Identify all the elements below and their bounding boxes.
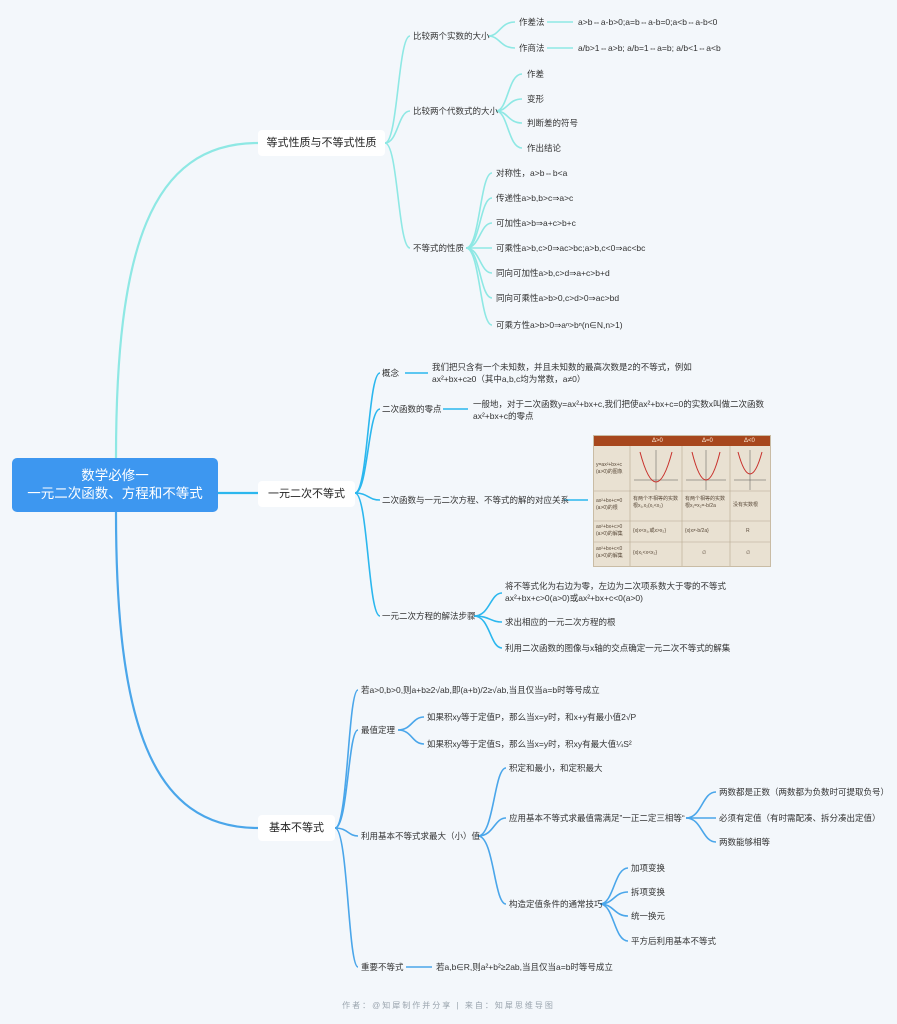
- root-title-line2: 一元二次函数、方程和不等式: [27, 486, 203, 501]
- node-sum-product-rule[interactable]: 积定和最小，和定积最大: [509, 763, 603, 773]
- table-row-graph: y=ax²+bx+c (a>0)的图象: [596, 462, 623, 475]
- node-compare-algebraic[interactable]: 比较两个代数式的大小: [413, 106, 499, 116]
- table-roots-none: 没有实数根: [733, 502, 759, 508]
- node-solve-steps[interactable]: 一元二次方程的解法步骤: [382, 611, 476, 621]
- node-cond-positive[interactable]: 两数都是正数（两数都为负数时可提取负号）: [719, 787, 890, 797]
- node-solve-step-1[interactable]: 将不等式化为右边为零，左边为二次项系数大于零的不等式ax²+bx+c>0(a>0…: [505, 581, 727, 603]
- table-roots-one: 有两个相等的实数根x₁=x₂=-b/2a: [685, 496, 726, 509]
- root-node[interactable]: 数学必修一 一元二次函数、方程和不等式: [12, 458, 218, 512]
- table-lt-none: ∅: [746, 550, 751, 556]
- node-prop-transitive[interactable]: 传递性a>b,b>c⇒a>c: [496, 193, 574, 203]
- node-concept-text: 我们把只含有一个未知数，并且未知数的最高次数是2的不等式，例如ax²+bx+c≥…: [432, 362, 692, 384]
- node-extreme-theorem[interactable]: 最值定理: [361, 725, 396, 735]
- node-step-judge-sign[interactable]: 判断差的符号: [527, 118, 579, 128]
- node-prop-additive[interactable]: 可加性a>b⇒a+c>b+c: [496, 218, 576, 228]
- node-prop-same-direction-mul[interactable]: 同向可乘性a>b>0,c>d>0⇒ac>bd: [496, 293, 620, 303]
- node-prop-multiplicative[interactable]: 可乘性a>b,c>0⇒ac>bc;a>b,c<0⇒ac<bc: [496, 243, 646, 253]
- table-lt-two: {x|x₁<x<x₂}: [633, 550, 658, 556]
- table-row-roots: ax²+bx+c=0 (a>0)的根: [596, 498, 623, 511]
- branch-basic-inequality[interactable]: 基本不等式: [258, 815, 335, 841]
- node-important-inequality-text: 若a,b∈R,则a²+b²≥2ab,当且仅当a=b时等号成立: [436, 962, 613, 972]
- branch-quadratic-inequality[interactable]: 一元二次不等式: [258, 481, 355, 507]
- node-difference-method-text: a>b⇔a-b>0;a=b⇔a-b=0;a<b⇔a-b<0: [578, 17, 718, 27]
- node-step-transform[interactable]: 变形: [527, 94, 545, 104]
- node-trick-square[interactable]: 平方后利用基本不等式: [631, 936, 717, 946]
- table-gt-two: {x|x<x₁,或x>x₂}: [633, 528, 666, 534]
- node-construct-techniques[interactable]: 构造定值条件的通常技巧: [509, 899, 603, 909]
- node-solve-step-2[interactable]: 求出相应的一元二次方程的根: [505, 617, 616, 627]
- table-header-delta-zero: Δ=0: [702, 438, 713, 444]
- node-cond-fixed-value[interactable]: 必须有定值（有时需配凑、拆分凑出定值）: [719, 813, 881, 823]
- node-prop-symmetry[interactable]: 对称性，a>b⇔b<a: [496, 168, 568, 178]
- node-three-conditions[interactable]: 应用基本不等式求最值需满足”一正二定三相等“: [509, 813, 685, 823]
- branch-equality-inequality-properties[interactable]: 等式性质与不等式性质: [258, 130, 385, 156]
- table-header-row: Δ>0 Δ=0 Δ<0: [594, 436, 770, 446]
- node-function-zero[interactable]: 二次函数的零点: [382, 404, 442, 414]
- node-prop-power[interactable]: 可乘方性a>b>0⇒aⁿ>bⁿ(n∈N,n>1): [496, 320, 623, 330]
- node-step-subtract[interactable]: 作差: [527, 69, 545, 79]
- table-roots-two: 有两个不相等的实数根x₁,x₂(x₁<x₂): [633, 496, 679, 509]
- node-extreme-max-product[interactable]: 如果积xy等于定值S，那么当x=y时，积xy有最大值¼S²: [427, 739, 632, 749]
- correspondence-table-image: Δ>0 Δ=0 Δ<0 y=ax²+bx+c (a>0)的图象 ax²+bx+c…: [593, 435, 771, 567]
- node-step-conclude[interactable]: 作出结论: [527, 143, 562, 153]
- table-header-delta-negative: Δ<0: [744, 438, 755, 444]
- node-function-zero-text: 一般地，对于二次函数y=ax²+bx+c,我们把使ax²+bx+c=0的实数x叫…: [473, 399, 764, 421]
- node-difference-method[interactable]: 作差法: [519, 17, 545, 27]
- node-important-inequality[interactable]: 重要不等式: [361, 962, 404, 972]
- table-gt-none: R: [746, 528, 750, 534]
- node-basic-inequality-statement[interactable]: 若a>0,b>0,则a+b≥2√ab,即(a+b)/2≥√ab,当且仅当a=b时…: [361, 685, 600, 695]
- node-cond-equal[interactable]: 两数能够相等: [719, 837, 771, 847]
- node-concept[interactable]: 概念: [382, 368, 400, 378]
- table-row-less: ax²+bx+c<0 (a>0)的解集: [596, 546, 623, 559]
- node-quotient-method-text: a/b>1⇔a>b; a/b=1⇔a=b; a/b<1⇔a<b: [578, 43, 721, 53]
- node-compare-real-numbers[interactable]: 比较两个实数的大小: [413, 31, 490, 41]
- node-correspondence[interactable]: 二次函数与一元二次方程、不等式的解的对应关系: [382, 495, 570, 505]
- footer-credit: 作者：@知犀制作并分享 | 来自：知犀思维导图: [342, 1001, 555, 1010]
- node-extreme-min-sum[interactable]: 如果积xy等于定值P，那么当x=y时，和x+y有最小值2√P: [427, 712, 637, 722]
- node-solve-step-3[interactable]: 利用二次函数的图像与x轴的交点确定一元二次不等式的解集: [505, 643, 731, 653]
- node-trick-split-term[interactable]: 拆项变换: [631, 887, 666, 897]
- table-header-delta-positive: Δ>0: [652, 438, 663, 444]
- table-row-greater: ax²+bx+c>0 (a>0)的解集: [596, 524, 623, 537]
- node-trick-substitution[interactable]: 统一换元: [631, 911, 666, 921]
- table-lt-one: ∅: [702, 550, 707, 556]
- node-prop-same-direction-add[interactable]: 同向可加性a>b,c>d⇒a+c>b+d: [496, 268, 610, 278]
- table-grid-and-graphs: [594, 446, 770, 566]
- node-trick-add-term[interactable]: 加项变换: [631, 863, 666, 873]
- node-inequality-properties[interactable]: 不等式的性质: [413, 243, 465, 253]
- node-quotient-method[interactable]: 作商法: [519, 43, 545, 53]
- table-gt-one: {x|x≠-b/2a}: [685, 528, 709, 534]
- root-title-line1: 数学必修一: [81, 468, 149, 483]
- node-use-basic-inequality[interactable]: 利用基本不等式求最大（小）值: [361, 831, 481, 841]
